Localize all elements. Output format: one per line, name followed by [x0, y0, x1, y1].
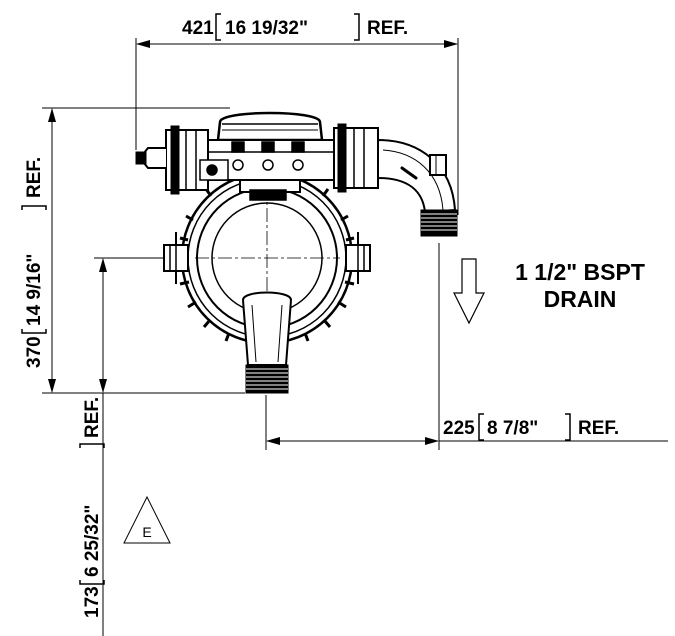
- revision-letter: E: [142, 524, 151, 540]
- top-width-inch: 16 19/32": [225, 18, 308, 39]
- left-height-value: 370: [24, 336, 45, 368]
- bottom-width-inch: 8 7/8": [487, 418, 538, 439]
- lower-height-inch: 6 25/32": [82, 505, 103, 577]
- down-arrow-icon: [453, 258, 485, 325]
- bottom-outlet: [242, 291, 292, 394]
- bottom-width-value: 225: [443, 418, 475, 439]
- triangle-icon: [123, 495, 171, 544]
- lower-height-value: 173: [82, 586, 103, 618]
- bracket-open: [21, 329, 47, 334]
- left-height-dimension: 370 14 9/16" REF.: [21, 107, 245, 394]
- lower-height-dimension: 173 6 25/32" REF.: [79, 257, 180, 636]
- left-height-inch: 14 9/16": [24, 254, 45, 326]
- bracket-open: [79, 580, 105, 585]
- bracket-open: [478, 413, 484, 441]
- bottom-width-suffix: REF.: [578, 418, 619, 439]
- left-inlet: [135, 125, 229, 195]
- drain-note-line2: DRAIN: [544, 286, 617, 312]
- bottom-width-dimension: 225 8 7/8" REF.: [265, 243, 668, 450]
- top-width-dimension: 421 16 19/32" REF.: [135, 13, 459, 215]
- right-elbow: [333, 123, 458, 237]
- valve-drawing: [135, 111, 458, 394]
- top-width-suffix: REF.: [367, 18, 408, 39]
- bracket-close: [354, 13, 360, 41]
- bracket-close: [79, 443, 105, 448]
- drain-note-line1: 1 1/2" BSPT: [515, 259, 645, 285]
- bracket-close: [565, 413, 571, 441]
- revision-tag: E: [123, 495, 171, 544]
- bracket-close: [21, 205, 47, 210]
- bracket-open: [215, 13, 221, 41]
- top-width-value: 421: [182, 18, 214, 39]
- drain-note: 1 1/2" BSPT DRAIN: [453, 258, 645, 325]
- lower-height-suffix: REF.: [82, 397, 103, 438]
- left-height-suffix: REF.: [24, 157, 45, 198]
